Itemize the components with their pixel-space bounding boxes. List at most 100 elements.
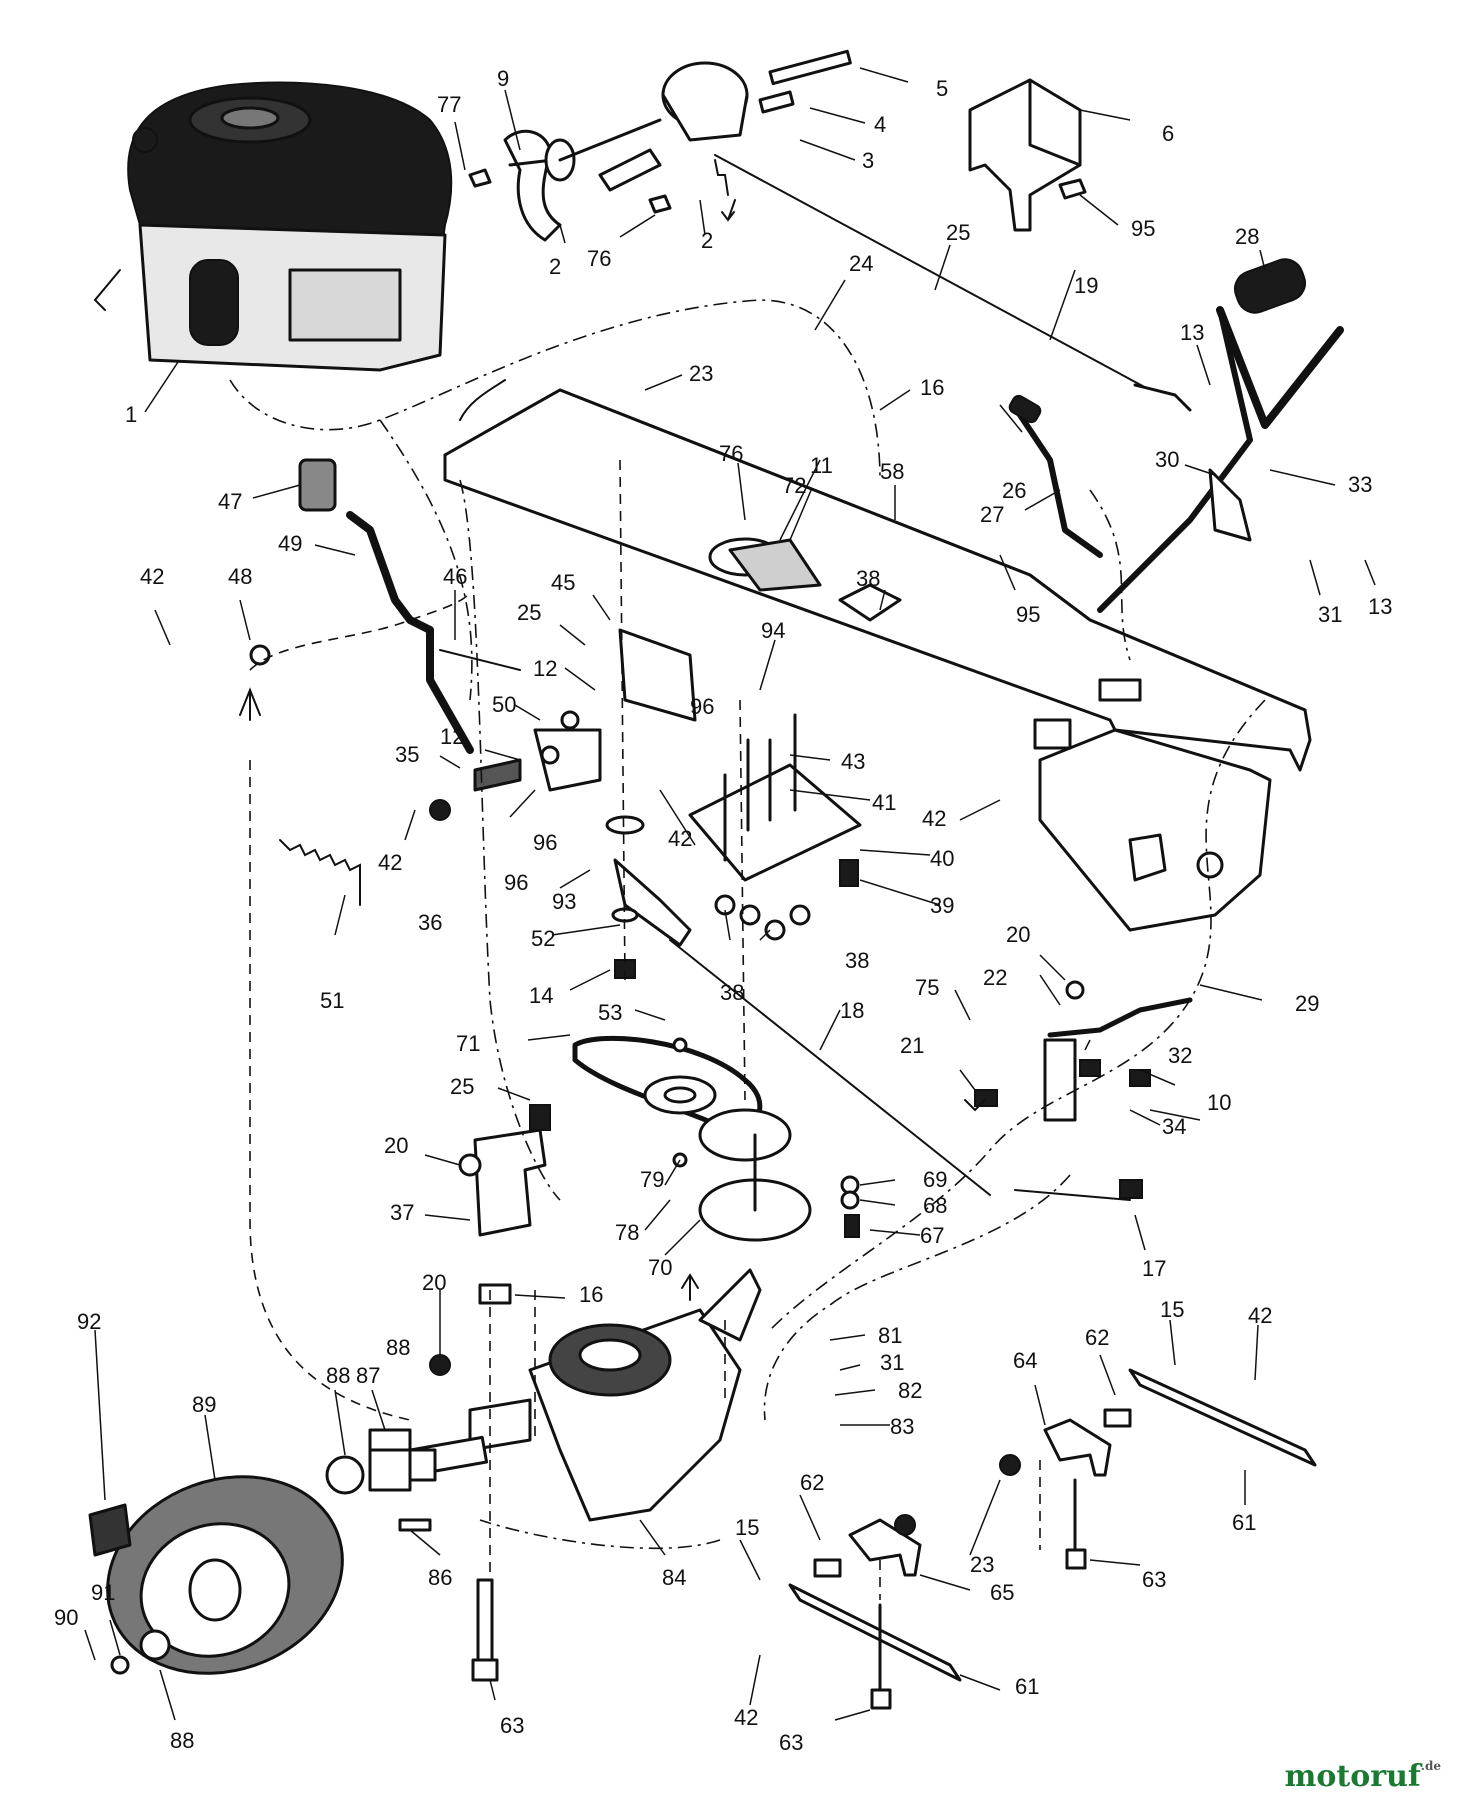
- callout-78: 78: [615, 1220, 639, 1245]
- callout-86: 86: [428, 1565, 452, 1590]
- callout-63b: 63: [500, 1713, 524, 1738]
- callout-40: 40: [930, 846, 954, 871]
- callout-96b: 96: [533, 830, 557, 855]
- callout-37: 37: [390, 1200, 414, 1225]
- callout-19: 19: [1074, 273, 1098, 298]
- callout-2b: 2: [701, 228, 713, 253]
- callout-90: 90: [54, 1605, 78, 1630]
- callout-69: 69: [923, 1167, 947, 1192]
- springs: [279, 839, 986, 1112]
- callout-11: 11: [810, 453, 833, 478]
- callout-9: 9: [497, 66, 509, 91]
- callout-92: 92: [77, 1309, 101, 1334]
- callout-25b: 25: [517, 600, 541, 625]
- callout-13b: 13: [1368, 594, 1392, 619]
- callout-47: 47: [218, 489, 242, 514]
- callout-96c: 96: [504, 870, 528, 895]
- callout-16b: 16: [579, 1282, 603, 1307]
- callout-30: 30: [1155, 447, 1179, 472]
- callout-12b: 12: [440, 724, 464, 749]
- callout-42f: 42: [734, 1705, 758, 1730]
- watermark-suffix: .de: [1420, 1759, 1441, 1773]
- callout-84: 84: [662, 1565, 686, 1590]
- callout-43: 43: [841, 749, 865, 774]
- callout-39: 39: [930, 893, 954, 918]
- callout-81: 81: [878, 1323, 902, 1348]
- callout-88b: 88: [386, 1335, 410, 1360]
- callout-2a: 2: [549, 254, 561, 279]
- callout-61b: 61: [1015, 1674, 1039, 1699]
- callout-64: 64: [1013, 1348, 1037, 1373]
- brake-linkage: [669, 939, 1193, 1201]
- callout-82: 82: [898, 1378, 922, 1403]
- callout-28: 28: [1235, 224, 1259, 249]
- transaxle: [368, 1268, 762, 1522]
- callout-31b: 31: [880, 1350, 904, 1375]
- callout-27: 27: [980, 502, 1004, 527]
- control-rods: [714, 154, 1344, 613]
- callout-38a: 38: [856, 566, 880, 591]
- callout-72: 72: [782, 473, 806, 498]
- callout-4: 4: [874, 112, 886, 137]
- callout-63a: 63: [1142, 1567, 1166, 1592]
- callout-76b: 76: [719, 441, 743, 466]
- callout-18: 18: [840, 998, 864, 1023]
- callout-94: 94: [761, 618, 785, 643]
- callout-14: 14: [529, 983, 553, 1008]
- drive-belt: [572, 1035, 812, 1242]
- callout-51: 51: [320, 988, 344, 1013]
- callout-34: 34: [1162, 1114, 1186, 1139]
- callout-46: 46: [443, 564, 467, 589]
- callout-20b: 20: [384, 1133, 408, 1158]
- callout-42d: 42: [922, 806, 946, 831]
- callout-62b: 62: [800, 1470, 824, 1495]
- callout-52: 52: [531, 926, 555, 951]
- watermark-logo: motoruf.de: [1285, 1759, 1441, 1794]
- callout-23b: 23: [970, 1552, 994, 1577]
- frame: [443, 388, 1312, 932]
- callout-21: 21: [900, 1033, 924, 1058]
- callout-41: 41: [872, 790, 896, 815]
- callout-38b: 38: [720, 980, 744, 1005]
- callout-67: 67: [920, 1223, 944, 1248]
- callout-96a: 96: [690, 694, 714, 719]
- callout-36: 36: [418, 910, 442, 935]
- callout-77: 77: [437, 92, 461, 117]
- watermark-text: motoruf: [1284, 1759, 1421, 1794]
- callout-89: 89: [192, 1392, 216, 1417]
- heat-shield: [968, 78, 1087, 232]
- callout-42b: 42: [668, 826, 692, 851]
- callout-32: 32: [1168, 1043, 1192, 1068]
- callout-1: 1: [125, 402, 137, 427]
- callout-87: 87: [356, 1363, 380, 1388]
- tie-bars: [471, 1368, 1317, 1710]
- callout-79: 79: [640, 1167, 664, 1192]
- callout-22: 22: [983, 965, 1007, 990]
- left-linkage: [249, 379, 697, 821]
- callout-58: 58: [880, 459, 904, 484]
- callout-labels: 1 9 77 5 4 3 6 2 76 2 95 25 24 19 28 13 …: [54, 66, 1392, 1755]
- callout-91: 91: [91, 1580, 115, 1605]
- callout-88c: 88: [170, 1728, 194, 1753]
- callout-6: 6: [1162, 121, 1174, 146]
- callout-88a: 88: [326, 1363, 350, 1388]
- callout-3: 3: [862, 148, 874, 173]
- connection-lines: [229, 299, 1266, 1600]
- callout-71: 71: [456, 1031, 480, 1056]
- callout-42c: 42: [378, 850, 402, 875]
- callout-65: 65: [990, 1580, 1014, 1605]
- bracket-37: [458, 1104, 860, 1305]
- callout-93: 93: [552, 889, 576, 914]
- callout-45: 45: [551, 570, 575, 595]
- callout-31a: 31: [1318, 602, 1342, 627]
- callout-20c: 20: [422, 1270, 446, 1295]
- callout-63c: 63: [779, 1730, 803, 1755]
- callout-13a: 13: [1180, 320, 1204, 345]
- callout-38c: 38: [845, 948, 869, 973]
- callout-24: 24: [849, 251, 873, 276]
- leader-lines: [84, 67, 1376, 1721]
- callout-17: 17: [1142, 1256, 1166, 1281]
- callout-12a: 12: [533, 656, 557, 681]
- callout-95b: 95: [1016, 602, 1040, 627]
